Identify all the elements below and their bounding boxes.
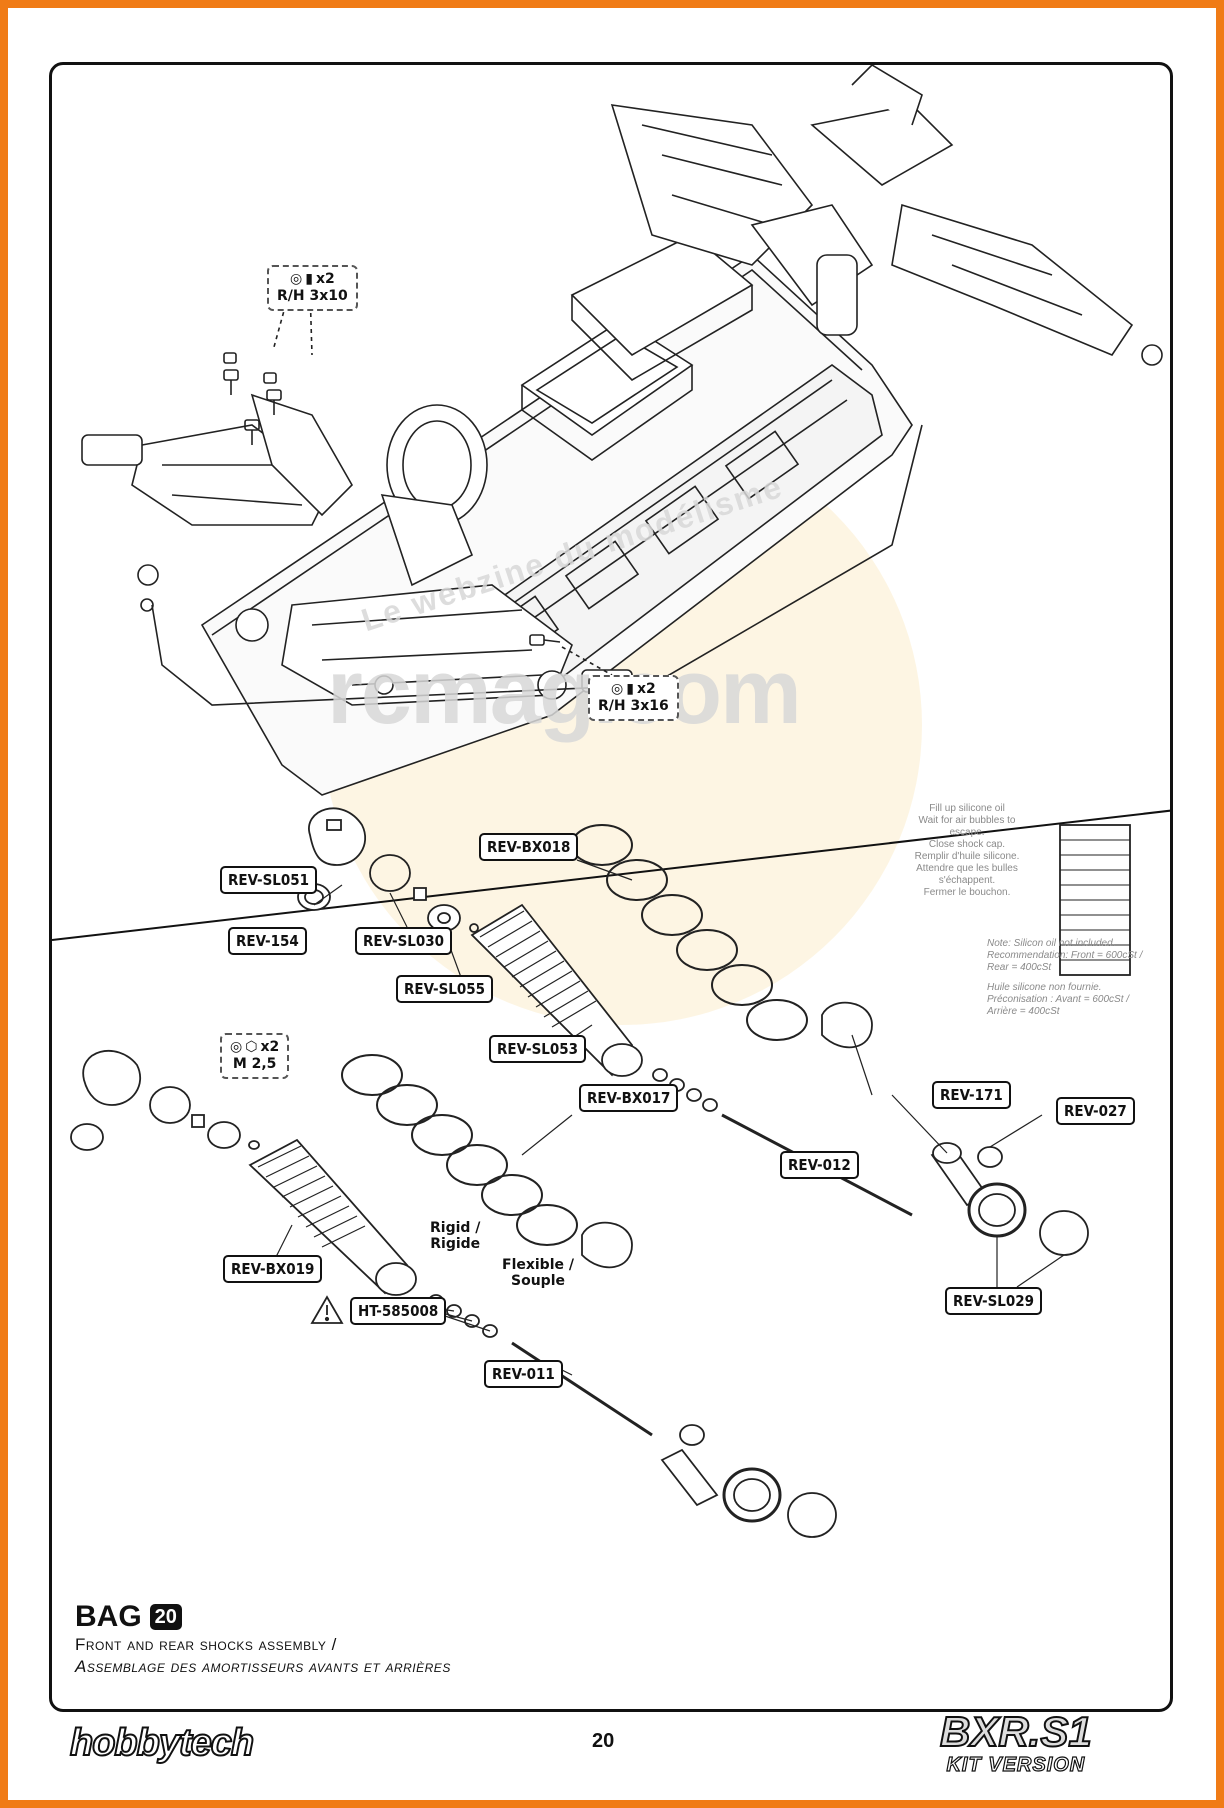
annotation-rigid: Rigid / Rigide [430,1220,481,1252]
bag-number: 20 [149,1604,182,1630]
bag-label: BAG [75,1600,142,1633]
shock-drawing [70,807,1131,1538]
part-label-rev-bx017: REV-BX017 [579,1084,679,1112]
hardware-screw-3x16: ◎ ▮ x2 R/H 3x16 [588,675,679,721]
note-fill-oil-en: Fill up silicone oil Wait for air bubble… [918,803,1016,850]
note-oil-fr: Huile silicone non fournie. Préconisatio… [987,982,1130,1017]
hobbytech-logo: hobbytech [69,1721,255,1765]
screw-qty: x2 [636,681,656,697]
part-label-rev-011: REV-011 [484,1360,563,1388]
part-label-rev-bx018: REV-BX018 [479,833,579,861]
screw-spec: R/H 3x16 [598,698,669,714]
note-fill-oil-fr: Remplir d'huile silicone. Attendre que l… [914,851,1020,898]
bag-heading: BAG 20 Front and rear shocks assembly / … [75,1600,451,1678]
screw-icon: ▮ [626,681,634,697]
screw-spec: R/H 3x10 [277,288,348,304]
part-label-rev-012: REV-012 [780,1151,859,1179]
bag-title: BAG 20 [75,1600,451,1634]
washer-icon: ◎ [290,271,303,287]
model-version: KIT VERSION [946,1753,1086,1776]
model-name: BXR.S1 [939,1708,1093,1755]
part-label-rev-sl029: REV-SL029 [945,1287,1043,1315]
screw-icon: ▮ [305,271,313,287]
part-label-rev-027: REV-027 [1056,1097,1135,1125]
part-label-rev-sl030: REV-SL030 [355,927,453,955]
annotation-flexible: Flexible / Souple [502,1257,574,1289]
part-label-rev-sl051: REV-SL051 [220,866,318,894]
page-number: 20 [592,1730,615,1752]
nut-icon: ◎ [230,1039,243,1055]
nut-side-icon: ⬡ [245,1039,258,1055]
washer-icon: ◎ [611,681,624,697]
bag-title-fr: Assemblage des amortisseurs avants et ar… [75,1657,451,1676]
bxr-s1-logo: BXR.S1 KIT VERSION [939,1708,1093,1777]
nut-qty: x2 [260,1039,280,1055]
part-label-rev-sl055: REV-SL055 [396,975,494,1003]
hardware-screw-3x10: ◎ ▮ x2 R/H 3x10 [267,265,358,311]
screw-qty: x2 [315,271,335,287]
bag-title-en: Front and rear shocks assembly / [75,1635,337,1654]
chassis-drawing [81,65,1163,796]
instruction-panel: rcmag.com Le webzine du modélisme ◎ ▮ x2… [49,62,1173,1712]
watermark-site: rcmag.com [327,641,802,743]
note-oil-en: Note: Silicon oil not included. Recommen… [987,938,1143,973]
part-label-rev-bx019: REV-BX019 [223,1255,323,1283]
hardware-nut-m25: ◎ ⬡ x2 M 2,5 [220,1033,290,1079]
part-label-ht-585008: HT-585008 [350,1297,447,1325]
part-label-rev-sl053: REV-SL053 [489,1035,587,1063]
part-label-rev-171: REV-171 [932,1081,1011,1109]
part-label-rev-154: REV-154 [228,927,307,955]
nut-spec: M 2,5 [232,1056,277,1072]
assembly-drawing [52,65,1170,1538]
